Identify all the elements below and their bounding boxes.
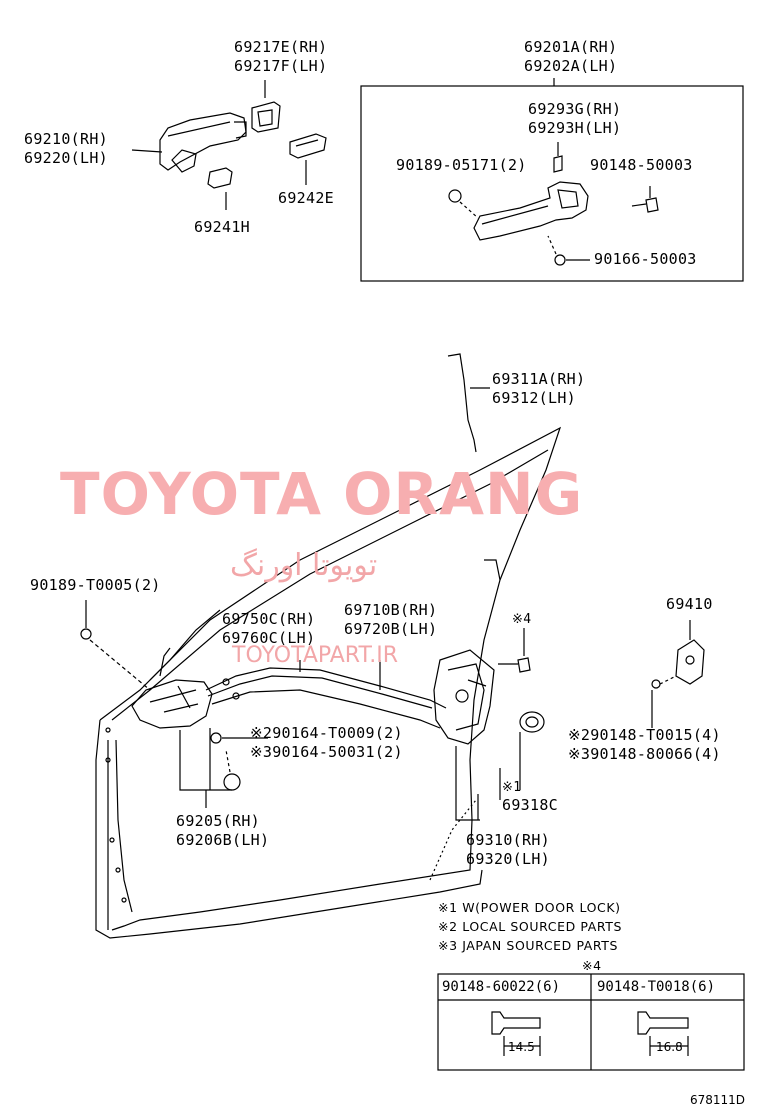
watermark-site: TOYOTAPART.IR xyxy=(232,643,399,668)
label-note4-mark: ※4 xyxy=(512,612,532,627)
label-90148-80066: ※390148-80066(4) xyxy=(568,745,721,763)
label-69320: 69320(LH) xyxy=(466,850,550,868)
label-69760C: 69760C(LH) xyxy=(222,629,316,647)
bolt-T0018-drawing xyxy=(637,1011,689,1056)
clip-90189-T0005 xyxy=(80,628,92,640)
lock-rod xyxy=(447,353,477,453)
watermark-main: TOYOTA ORANG xyxy=(60,460,584,528)
screw-cap xyxy=(223,773,241,791)
label-69201A: 69201A(RH) xyxy=(524,38,618,56)
clip-69293 xyxy=(553,155,563,173)
label-69206B: 69206B(LH) xyxy=(176,831,270,849)
label-90148-50003: 90148-50003 xyxy=(590,156,693,174)
label-69210: 69210(RH) xyxy=(24,130,108,148)
bolt-note4 xyxy=(517,657,531,673)
handle-cap xyxy=(251,101,281,133)
bolt-90166-50003 xyxy=(554,254,566,266)
label-69220: 69220(LH) xyxy=(24,149,108,167)
striker-69410 xyxy=(675,639,705,685)
screw-90164 xyxy=(210,732,222,744)
label-90164-T0009: ※290164-T0009(2) xyxy=(250,724,403,742)
label-69312: 69312(LH) xyxy=(492,389,576,407)
label-69241H: 69241H xyxy=(194,218,250,236)
table-header-60022: 90148-60022(6) xyxy=(442,979,561,995)
bolt-table xyxy=(437,973,745,1071)
control-cables xyxy=(205,667,447,729)
screw-90148-T0015 xyxy=(651,679,661,689)
diagram-code: 678111D xyxy=(690,1093,746,1107)
label-90164-50031: ※390164-50031(2) xyxy=(250,743,403,761)
outside-handle-frame xyxy=(159,112,247,173)
washer-69318C xyxy=(519,711,545,733)
label-69217E: 69217E(RH) xyxy=(234,38,328,56)
bolt-90148-50003 xyxy=(645,197,659,213)
label-69710B: 69710B(RH) xyxy=(344,601,438,619)
table-header-T0018: 90148-T0018(6) xyxy=(597,979,716,995)
label-90148-T0015: ※290148-T0015(4) xyxy=(568,726,721,744)
label-90166-50003: 90166-50003 xyxy=(594,250,697,268)
inside-handle xyxy=(131,679,213,729)
label-69293G: 69293G(RH) xyxy=(528,100,622,118)
door-lock-assembly xyxy=(433,649,495,745)
label-69720B: 69720B(LH) xyxy=(344,620,438,638)
label-69217F: 69217F(LH) xyxy=(234,57,328,75)
nut-90189-05171 xyxy=(448,189,462,203)
note-2: ※2 LOCAL SOURCED PARTS xyxy=(438,919,623,934)
inner-handle-frame xyxy=(473,181,589,241)
label-69293H: 69293H(LH) xyxy=(528,119,622,137)
watermark-arabic: تویوتا اورنگ xyxy=(230,548,378,583)
label-69242E: 69242E xyxy=(278,189,334,207)
dimension-14-5: 14.5 xyxy=(508,1040,535,1054)
inner-frame-box xyxy=(360,85,744,282)
handle-pad xyxy=(289,133,327,159)
label-90189-T0005: 90189-T0005(2) xyxy=(30,576,161,594)
label-69205: 69205(RH) xyxy=(176,812,260,830)
bolt-60022-drawing xyxy=(491,1011,541,1056)
label-69750C: 69750C(RH) xyxy=(222,610,316,628)
note-3: ※3 JAPAN SOURCED PARTS xyxy=(438,938,619,953)
label-69410: 69410 xyxy=(666,595,713,613)
label-note1-mark: ※1 xyxy=(502,780,522,795)
handle-pad-small xyxy=(207,167,233,189)
note-1: ※1 W(POWER DOOR LOCK) xyxy=(438,900,621,915)
label-69202A: 69202A(LH) xyxy=(524,57,618,75)
dimension-16-8: 16.8 xyxy=(656,1040,683,1054)
label-69310: 69310(RH) xyxy=(466,831,550,849)
table-note4-mark: ※4 xyxy=(582,958,602,973)
label-69311A: 69311A(RH) xyxy=(492,370,586,388)
label-69318C: 69318C xyxy=(502,796,558,814)
label-90189-05171: 90189-05171(2) xyxy=(396,156,527,174)
